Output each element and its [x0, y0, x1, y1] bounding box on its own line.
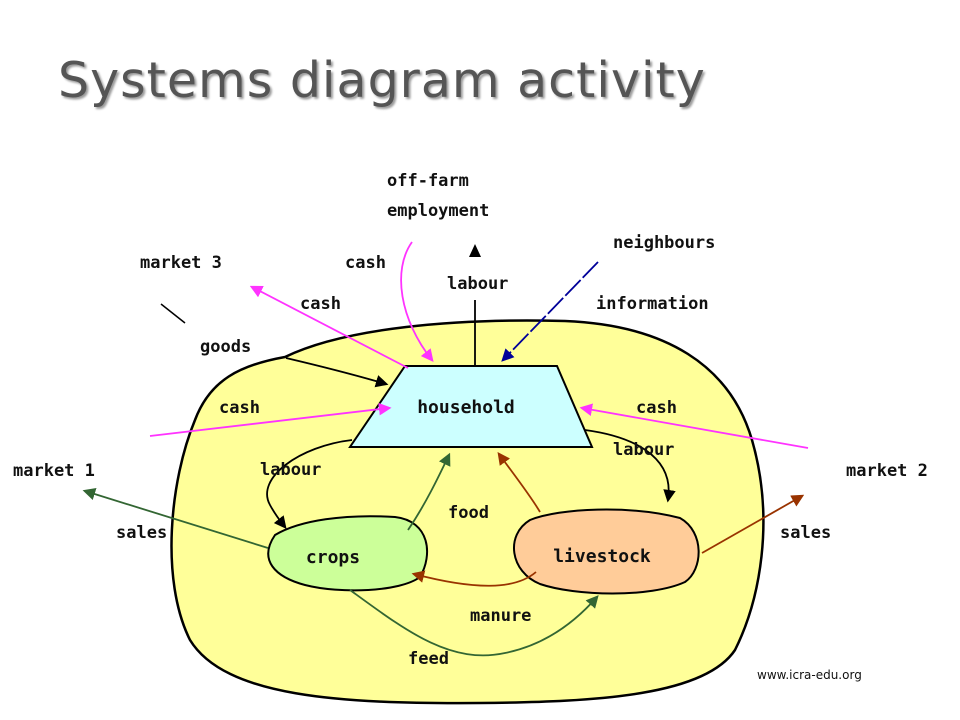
- neighbours-label: neighbours: [613, 233, 715, 253]
- cash-market3-arrow: [249, 285, 409, 369]
- labour-crops-label: labour: [260, 460, 321, 480]
- cash-offfarm-arrow: [400, 241, 434, 362]
- cash-market2-arrow: [579, 403, 809, 449]
- food-label: food: [448, 503, 489, 523]
- information-arrow: [501, 261, 599, 362]
- cash-market2-label: cash: [636, 398, 677, 418]
- labour-livestock-arrow: [584, 429, 676, 503]
- market3-label: market 3: [140, 253, 222, 273]
- household-label: household: [417, 397, 515, 418]
- sales-market2-arrow: [701, 494, 805, 554]
- crops-label: crops: [306, 547, 360, 568]
- information-label: information: [596, 294, 709, 314]
- household-node: household: [348, 365, 594, 448]
- labour-up-arrowhead: [469, 244, 481, 257]
- livestock-node: livestock: [513, 508, 700, 595]
- cash-offfarm-label: cash: [345, 253, 386, 273]
- labour-up-label: labour: [447, 274, 508, 294]
- slide-title: Systems diagram activity: [58, 52, 706, 109]
- market2-label: market 2: [846, 461, 928, 481]
- market3-tick: [160, 303, 186, 324]
- cash-market1-arrow: [149, 402, 392, 437]
- labour-crops-arrow: [266, 439, 353, 529]
- labour-livestock-label: labour: [613, 440, 674, 460]
- manure-arrow: [411, 570, 537, 587]
- feed-arrow: [349, 589, 599, 657]
- cash-market1-label: cash: [219, 398, 260, 418]
- manure-label: manure: [470, 606, 531, 626]
- food-crops-arrow: [407, 452, 451, 531]
- goods-label: goods: [200, 337, 251, 357]
- sales-market1-label: sales: [116, 523, 167, 543]
- food-livestock-arrow: [497, 451, 541, 513]
- sales-market2-label: sales: [780, 523, 831, 543]
- sales-market1-arrow: [82, 487, 269, 549]
- livestock-label: livestock: [553, 546, 651, 567]
- source-credit: www.icra-edu.org: [757, 668, 862, 682]
- crops-node: crops: [267, 515, 428, 592]
- off-farm-label: off-farm: [387, 171, 469, 191]
- cash-market3-label: cash: [300, 294, 341, 314]
- market1-label: market 1: [13, 461, 95, 481]
- feed-label: feed: [408, 649, 449, 669]
- goods-arrow: [285, 357, 389, 388]
- employment-label: employment: [387, 201, 489, 221]
